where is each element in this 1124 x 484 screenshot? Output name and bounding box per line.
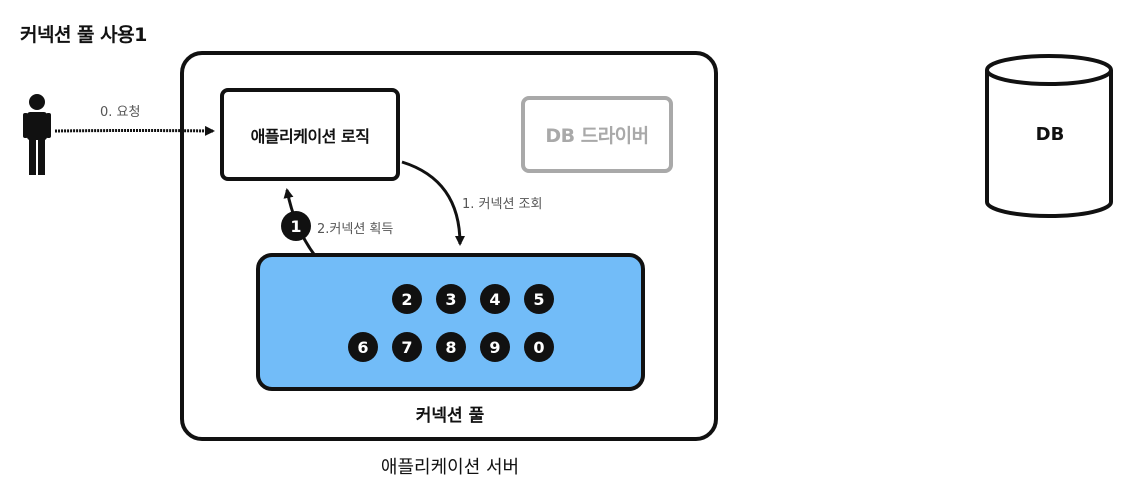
request-label: 0. 요청 [100,105,141,120]
lookup-arrow [401,160,465,246]
user-icon [23,94,51,175]
connection-item: 0 [524,332,554,362]
connection-item: 9 [480,332,510,362]
acquired-connection-badge: 1 [281,211,311,241]
connection-item: 7 [392,332,422,362]
connection-item: 8 [436,332,466,362]
application-logic-box: 애플리케이션 로직 [220,88,400,181]
lookup-label: 1. 커넥션 조회 [462,197,543,212]
connection-item: 3 [436,284,466,314]
database-label: DB [1035,124,1065,145]
connection-item: 2 [392,284,422,314]
page-title: 커넥션 풀 사용1 [20,24,147,46]
db-driver-label: DB 드라이버 [545,125,649,147]
application-logic-label: 애플리케이션 로직 [250,126,370,146]
request-arrow [54,125,215,136]
database-cylinder [985,54,1113,218]
connection-item: 6 [348,332,378,362]
db-driver-box: DB 드라이버 [521,96,673,173]
application-server-label: 애플리케이션 서버 [380,457,520,478]
connection-item: 5 [524,284,554,314]
connection-item: 4 [480,284,510,314]
connection-pool-label: 커넥션 풀 [415,406,485,426]
application-server-box [180,51,718,441]
acquire-label: 2.커넥션 획득 [317,222,394,237]
connection-pool-box [256,253,645,391]
